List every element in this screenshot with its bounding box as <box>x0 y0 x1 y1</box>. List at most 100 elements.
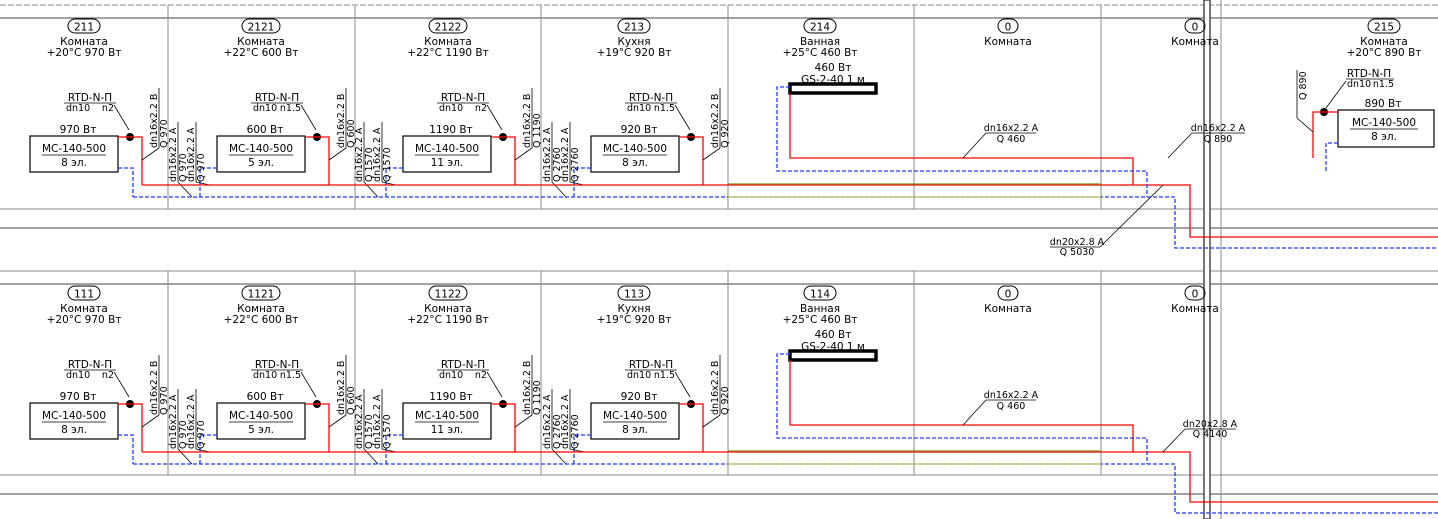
structural-column <box>1203 0 1211 519</box>
radiator-model: МС-140-500 <box>229 143 293 155</box>
room-parameters: +22°C 600 Вт <box>224 314 299 326</box>
valve-model: RTD-N-П <box>255 92 299 104</box>
radiator-power: 970 Вт <box>60 124 97 136</box>
valve-diameter: dn10 <box>439 370 463 381</box>
room-number-tag: 2122 <box>435 22 462 34</box>
riser-leader <box>514 414 533 428</box>
room-number-tag: 213 <box>624 22 644 34</box>
room-parameters: +19°C 920 Вт <box>597 314 672 326</box>
branch-pipe-size: dn16x2.2 A <box>372 127 383 182</box>
branch-leader <box>551 181 567 198</box>
valve-leader <box>674 104 691 131</box>
valve-leader <box>486 371 503 398</box>
radiator-power: 890 Вт <box>1365 98 1402 110</box>
riser-leader <box>702 414 721 428</box>
valve-model: RTD-N-П <box>68 92 112 104</box>
valve-setting: n1.5 <box>280 370 301 381</box>
branch-heat-load: Q 2760 <box>570 414 581 449</box>
return-branch <box>385 167 403 197</box>
radiator-sections: 8 эл. <box>622 157 648 169</box>
main-pipe-heat-load: Q 4140 <box>1193 429 1228 440</box>
radiator-power: 1190 Вт <box>429 391 472 403</box>
radiator-sections: 8 эл. <box>61 424 87 436</box>
corner-return-branch <box>1325 142 1338 171</box>
valve-diameter: dn10 <box>1347 79 1371 90</box>
riser-pipe-size: dn16x2.2 B <box>336 361 347 415</box>
main-pipe-leader <box>1099 184 1164 248</box>
riser-pipe-size: dn16x2.2 B <box>710 361 721 415</box>
room-number-tag: 1122 <box>435 289 462 301</box>
corner-supply-branch <box>1312 111 1338 158</box>
pipe-size: dn16x2.2 A <box>984 123 1039 134</box>
room-number-tag-circle <box>1184 18 1206 34</box>
branch-heat-load: Q 2760 <box>552 414 563 449</box>
radiator-box <box>402 135 492 173</box>
riser-heat-load: Q 970 <box>159 119 170 148</box>
valve-model: RTD-N-П <box>629 359 673 371</box>
bathroom-supply <box>789 360 1134 452</box>
room-number-tag: 0 <box>1005 22 1012 34</box>
room-number-tag-circle <box>803 285 837 301</box>
valve-leader <box>674 371 691 398</box>
room-number-tag: 0 <box>1192 22 1199 34</box>
room-name: Ванная <box>800 36 840 48</box>
room-number-tag: 211 <box>74 22 94 34</box>
radiator-box <box>29 402 119 440</box>
room-parameters: +20°C 970 Вт <box>47 314 122 326</box>
room-number-tag-circle <box>428 285 468 301</box>
valve-leader <box>300 104 317 131</box>
branch-pipe-size: dn16x2.2 A <box>186 127 197 182</box>
radiator-power: 1190 Вт <box>429 124 472 136</box>
radiator-sections: 8 эл. <box>622 424 648 436</box>
main-pipe-heat-load: Q 5030 <box>1060 247 1095 258</box>
room-parameters: +22°C 600 Вт <box>224 47 299 59</box>
pipe-heat-load: Q 460 <box>997 134 1026 145</box>
room-number-tag-circle <box>1367 18 1401 34</box>
valve-diameter: dn10 <box>627 370 651 381</box>
supply-branch <box>305 136 330 185</box>
radiator-sections: 8 эл. <box>1371 131 1397 143</box>
room-number-tag: 2121 <box>248 22 275 34</box>
towel-rail-power: 460 Вт <box>815 62 852 74</box>
radiator-box <box>590 402 680 440</box>
valve-leader <box>1325 80 1347 109</box>
room-name: Комната <box>237 36 285 48</box>
valve-leader <box>486 104 503 131</box>
supply-branch <box>118 403 143 452</box>
valve-diameter: dn10 <box>627 103 651 114</box>
valve-diameter: dn10 <box>66 370 90 381</box>
room-name: Комната <box>424 303 472 315</box>
bathroom-supply <box>789 93 1134 185</box>
riser-heat-load: Q 920 <box>720 119 731 148</box>
branch-leader <box>177 448 193 465</box>
room-number-tag-circle <box>1184 285 1206 301</box>
riser-leader <box>328 147 347 161</box>
return-branch <box>199 434 217 464</box>
room-name: Комната <box>1171 303 1219 315</box>
radiator-model: МС-140-500 <box>603 410 667 422</box>
room-parameters: +25°C 460 Вт <box>783 47 858 59</box>
room-number-tag-circle <box>617 18 651 34</box>
pipe-size: dn16x2.2 A <box>984 390 1039 401</box>
radiator-model: МС-140-500 <box>603 143 667 155</box>
valve-setting: n1.5 <box>654 103 675 114</box>
room-number-tag: 0 <box>1005 289 1012 301</box>
pipe-heat-load: Q 890 <box>1204 134 1233 145</box>
room-name: Кухня <box>617 36 650 48</box>
valve-model: RTD-N-П <box>629 92 673 104</box>
riser-pipe-size: dn16x2.2 B <box>149 361 160 415</box>
riser-pipe-size: dn16x2.2 B <box>522 94 533 148</box>
radiator-model: МС-140-500 <box>42 143 106 155</box>
valve-diameter: dn10 <box>66 103 90 114</box>
radiator-box <box>402 402 492 440</box>
radiator-sections: 11 эл. <box>431 157 464 169</box>
branch-heat-load: Q 2760 <box>552 147 563 182</box>
room-name: Комната <box>424 36 472 48</box>
branch-pipe-size: dn16x2.2 A <box>354 127 365 182</box>
radiator-power: 600 Вт <box>247 124 284 136</box>
return-branch <box>385 434 403 464</box>
radiator-power: 920 Вт <box>621 391 658 403</box>
riser-heat-load: Q 890 <box>1298 71 1309 100</box>
room-name: Комната <box>984 36 1032 48</box>
bathroom-return <box>776 353 1148 464</box>
